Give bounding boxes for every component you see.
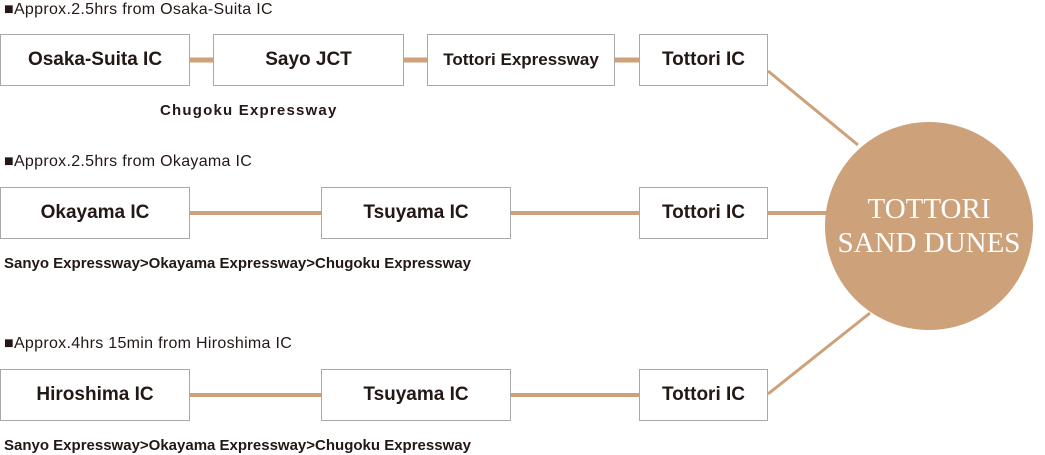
route-2-stop-okayama-ic: Okayama IC [0,187,190,239]
destination-line-2: SAND DUNES [837,227,1021,259]
route-2-title: ■Approx.2.5hrs from Okayama IC [4,153,253,170]
route-3-to-destination [767,311,871,396]
route-1-stop-tottori-expressway: Tottori Expressway [427,34,615,86]
route-1-stop-tottori-ic: Tottori IC [639,34,768,86]
route-1-stop-osaka-suita: Osaka-Suita IC [0,34,190,86]
route-1-to-destination [767,69,859,147]
route-3-stop-tottori-ic: Tottori IC [639,369,768,421]
destination-tottori-sand-dunes: TOTTORI SAND DUNES [825,122,1033,330]
destination-line-1: TOTTORI [867,193,991,225]
route-3-stop-hiroshima-ic: Hiroshima IC [0,369,190,421]
route-1-road-label: Chugoku Expressway [160,102,338,119]
route-2-road-label: Sanyo Expressway>Okayama Expressway>Chug… [4,255,471,272]
route-1-stop-sayo-jct: Sayo JCT [213,34,404,86]
route-2-stop-tsuyama-ic: Tsuyama IC [321,187,511,239]
route-1-title: ■Approx.2.5hrs from Osaka-Suita IC [4,1,273,18]
route-3-road-label: Sanyo Expressway>Okayama Expressway>Chug… [4,437,471,454]
route-3-title: ■Approx.4hrs 15min from Hiroshima IC [4,335,293,352]
route-3-stop-tsuyama-ic: Tsuyama IC [321,369,511,421]
route-2-stop-tottori-ic: Tottori IC [639,187,768,239]
